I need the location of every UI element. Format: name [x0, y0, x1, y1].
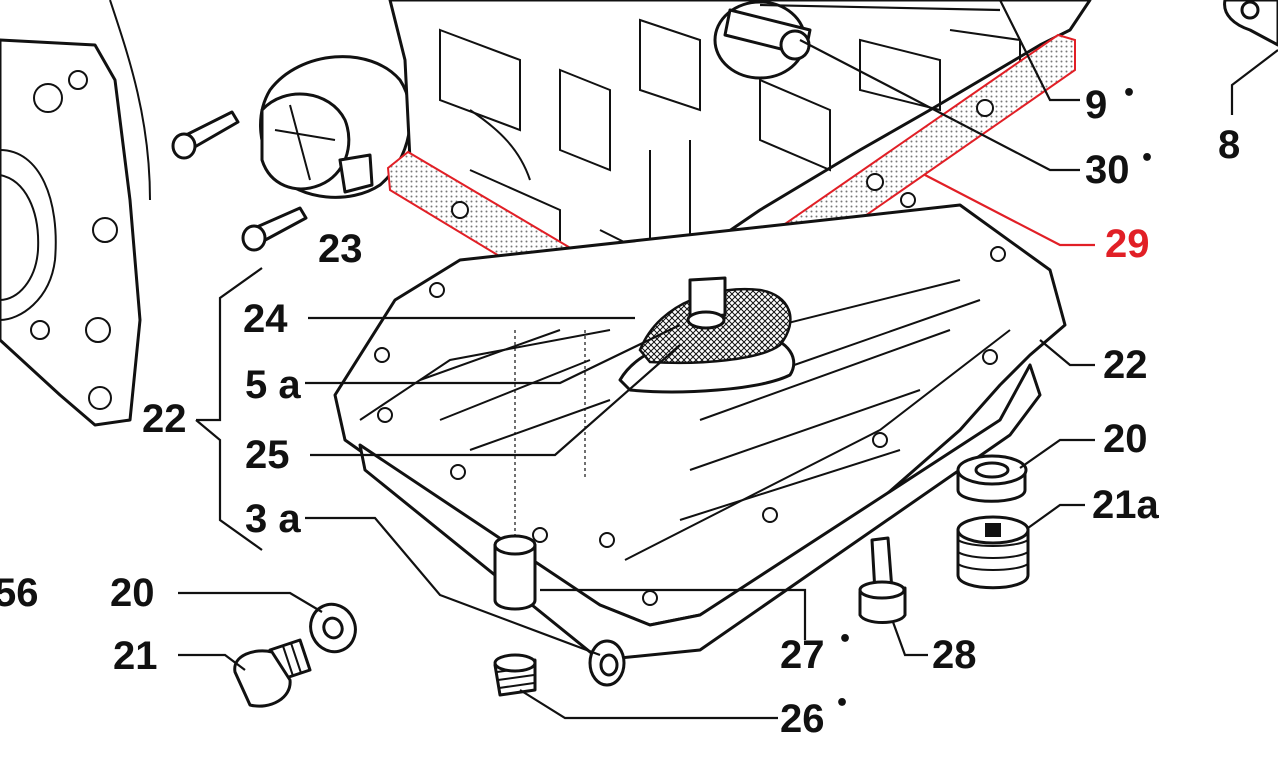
- callout-20-left: 20: [110, 571, 155, 615]
- drain-plug-21a: [956, 515, 1030, 590]
- callout-21: 21: [113, 634, 158, 678]
- washer-20-left: [309, 602, 357, 654]
- callout-25: 25: [245, 433, 290, 477]
- callout-26-dot: •: [835, 691, 849, 716]
- callout-30-dot: •: [1140, 146, 1154, 171]
- fragment-item-8: [1223, 0, 1278, 47]
- washer-20-right: [956, 454, 1028, 503]
- dowel-27: [493, 330, 586, 611]
- callout-27-dot: •: [838, 627, 852, 652]
- callout-22-right: 22: [1103, 343, 1148, 387]
- crank-seal: [259, 55, 412, 199]
- callout-3a: 3 a: [245, 497, 301, 541]
- callout-56: 56: [0, 571, 39, 615]
- callout-28: 28: [932, 633, 977, 677]
- callout-5a: 5 a: [245, 363, 301, 407]
- oil-strainer: [638, 276, 792, 365]
- callout-30: 30: [1085, 148, 1130, 192]
- callout-labels: 9 • 8 30 • 29 23 24 22 5 a 22 25 20 21a …: [0, 81, 1240, 741]
- callout-23: 23: [318, 227, 363, 271]
- callout-22-left: 22: [142, 397, 187, 441]
- callout-20-right: 20: [1103, 417, 1148, 461]
- plug-3a: [588, 639, 626, 687]
- callout-29: 29: [1105, 222, 1150, 266]
- callout-9: 9: [1085, 83, 1107, 127]
- callout-9-dot: •: [1122, 81, 1136, 106]
- callout-8: 8: [1218, 123, 1240, 167]
- callout-24: 24: [243, 297, 288, 341]
- callout-26: 26: [780, 697, 825, 741]
- flange-housing: [0, 0, 151, 427]
- callout-27: 27: [780, 633, 825, 677]
- engine-block: [388, 0, 1092, 302]
- grub-screw-26: [493, 653, 537, 697]
- drain-plug-21: [233, 638, 312, 708]
- cap-screw-23: [241, 206, 308, 252]
- cap-screw-28: [858, 536, 907, 624]
- cap-screw-upper: [171, 110, 240, 160]
- leader-lines: [178, 0, 1278, 720]
- callout-21a: 21a: [1092, 483, 1159, 527]
